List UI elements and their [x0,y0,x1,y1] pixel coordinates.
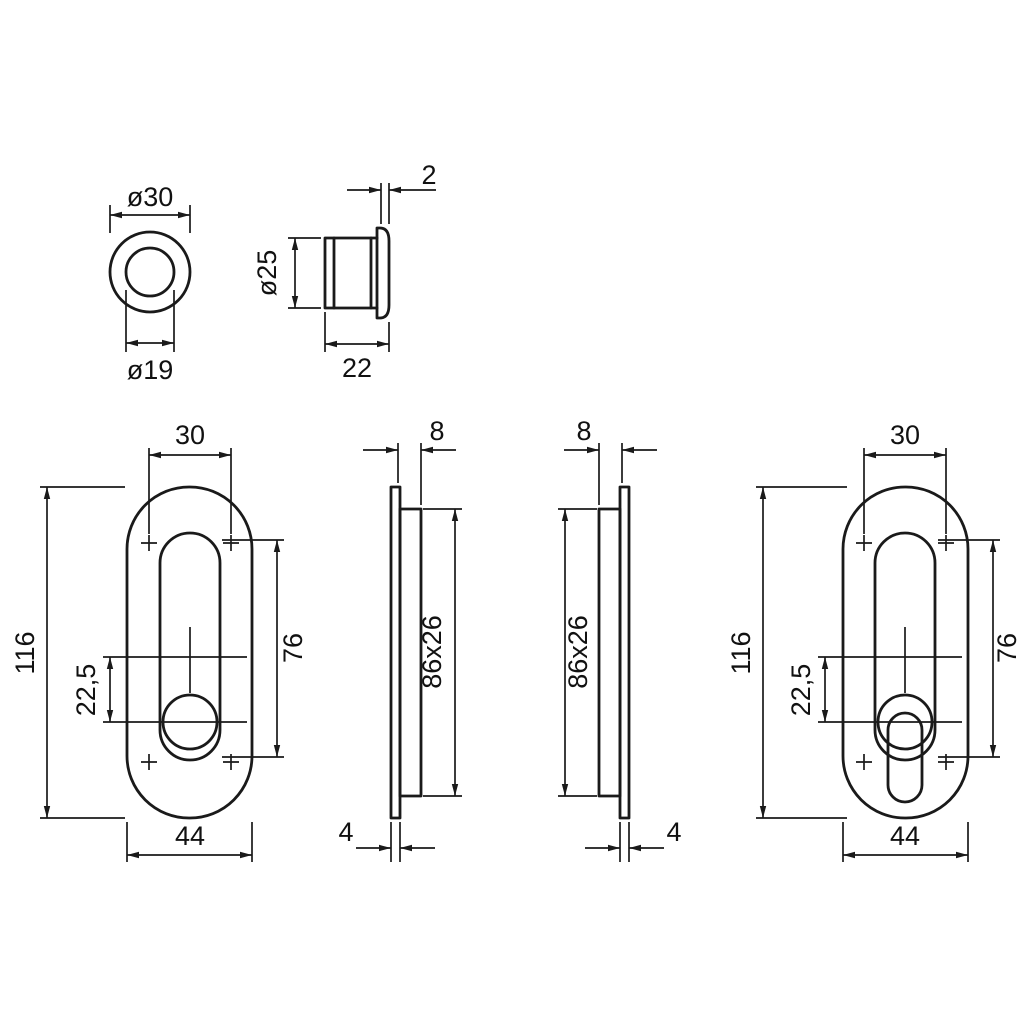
ext-line [288,237,321,309]
bushing-view: 2 ø25 22 [252,160,437,383]
dim-lprof-lip: 4 [338,817,353,847]
ext-line [40,486,125,819]
ext-line [109,205,191,233]
dim-right-offset: 22,5 [786,664,816,717]
ext-line [863,448,947,534]
plate-outline [841,485,970,820]
dim-left-screw-spacing: 30 [175,420,205,450]
profile-faceplate [618,485,631,820]
ext-line [397,443,422,505]
right-plate-view: 30 116 22,5 76 44 [726,420,1022,862]
centerlines [818,627,962,723]
ring-view: ø30 ø19 [108,182,192,385]
bushing-flange [375,226,391,320]
recess-slot [873,531,937,762]
dim-rprof-cutout: 86x26 [563,615,593,689]
dim-cyl-diameter: ø25 [252,250,282,297]
left-profile-view: 8 86x26 4 [338,416,462,862]
dim-lprof-depth: 8 [429,416,444,446]
ext-line [619,822,630,862]
recess-slot [158,531,222,762]
plate-outline [125,485,254,820]
profile-cup [398,507,423,798]
profile-cup [597,507,622,798]
left-plate-view: 30 116 22,5 76 44 [10,420,308,862]
dim-right-width: 44 [890,821,920,851]
dim-ring-inner: ø19 [127,355,174,385]
dim-left-height: 116 [10,631,40,674]
dim-right-recess-height: 76 [992,633,1022,663]
ext-line [756,486,847,819]
thumbturn-knob [886,711,924,804]
dim-lprof-cutout: 86x26 [417,615,447,689]
dim-right-height: 116 [726,631,756,674]
screw-marks [856,535,954,770]
dim-right-screw-spacing: 30 [890,420,920,450]
ring-outer-circle [108,230,192,314]
screw-marks [141,535,239,770]
dim-left-recess-height: 76 [278,633,308,663]
ext-line [390,822,401,862]
dim-rprof-depth: 8 [576,416,591,446]
dim-left-width: 44 [175,821,205,851]
centerlines [103,627,247,723]
dim-ring-outer: ø30 [127,182,174,212]
ext-line [148,448,232,534]
ext-line [938,539,1000,758]
ring-inner-circle [124,246,176,298]
ext-line [598,443,623,505]
dim-left-offset: 22,5 [71,664,101,717]
bushing-body [323,236,379,310]
dim-cyl-lip: 2 [421,160,436,190]
dim-cyl-length: 22 [342,353,372,383]
right-profile-view: 8 86x26 4 [558,416,682,862]
ext-line [380,183,390,224]
dim-rprof-lip: 4 [666,817,681,847]
ext-line [222,539,284,758]
